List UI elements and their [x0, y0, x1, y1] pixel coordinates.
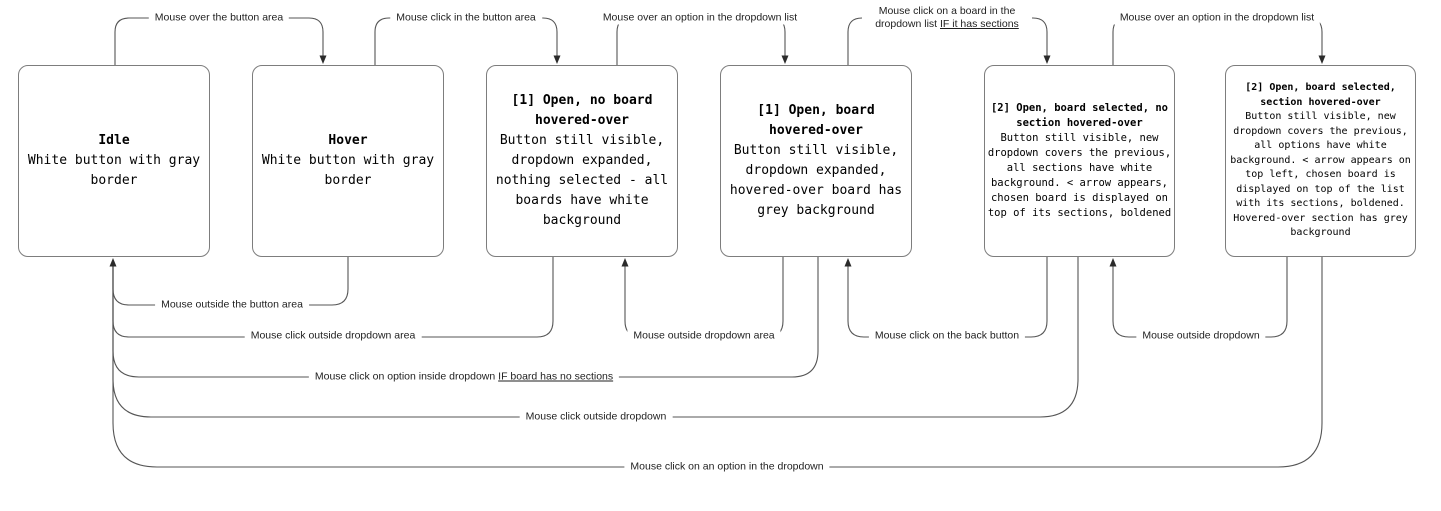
state-title: [1] Open, board hovered-over: [757, 103, 875, 138]
state-description: Button still visible, new dropdown cover…: [987, 132, 1172, 219]
transition-label-click-back-button: Mouse click on the back button: [868, 329, 1026, 343]
state-description: White button with gray border: [27, 153, 201, 188]
state-hover: Hover White button with gray border: [252, 65, 444, 257]
transition-label-mouse-click-button: Mouse click in the button area: [390, 11, 542, 25]
arrow-idle-to-hover: [114, 17, 324, 65]
arrow-sectionhover-to-open2: [1112, 257, 1288, 338]
state-description: Button still visible, new dropdown cover…: [1230, 111, 1411, 239]
transition-label-click-outside-dropdown: Mouse click outside dropdown: [519, 410, 673, 424]
arrow-open2-to-sectionhover: [1112, 17, 1323, 65]
state-open-board-hovered: [1] Open, board hovered-over Button stil…: [720, 65, 912, 257]
transition-label-mouse-over-button: Mouse over the button area: [148, 11, 290, 25]
state-description: Button still visible, dropdown expanded,…: [729, 143, 903, 218]
transition-label-click-option-no-sections: Mouse click on option inside dropdown IF…: [308, 370, 620, 384]
state-description: Button still visible, dropdown expanded,…: [495, 133, 669, 228]
state-open2-section-hovered: [2] Open, board selected, section hovere…: [1225, 65, 1416, 257]
state-idle: Idle White button with gray border: [18, 65, 210, 257]
transition-label-mouse-over-option-2: Mouse over an option in the dropdown lis…: [1113, 11, 1321, 25]
arrow-boardhover-to-open1: [624, 257, 784, 338]
arrow-hover-to-open1: [374, 17, 558, 65]
state-title: Hover: [328, 133, 368, 148]
arrow-boardhover-option-to-idle: [112, 257, 819, 378]
state-title: [1] Open, no board hovered-over: [511, 93, 653, 128]
transition-label-click-outside-dropdown-area: Mouse click outside dropdown area: [244, 329, 422, 343]
state-open-no-board-hovered: [1] Open, no board hovered-over Button s…: [486, 65, 678, 257]
arrow-sectionhover-option-to-idle: [112, 257, 1323, 468]
arrow-open1-to-idle: [112, 257, 554, 338]
arrow-open1-to-boardhover: [616, 17, 786, 65]
state-open2-board-selected: [2] Open, board selected, no section hov…: [984, 65, 1175, 257]
arrow-back-button: [847, 257, 1048, 338]
state-title: [2] Open, board selected, no section hov…: [990, 102, 1168, 129]
transition-label-mouse-over-option-1: Mouse over an option in the dropdown lis…: [596, 11, 804, 25]
transition-label-mouse-outside-button: Mouse outside the button area: [155, 298, 309, 312]
state-title: [2] Open, board selected, section hovere…: [1245, 82, 1396, 108]
transition-label-click-board-has-sections: Mouse click on a board in the dropdown l…: [862, 5, 1032, 31]
state-title: Idle: [98, 133, 130, 148]
arrowheads: [109, 55, 1326, 267]
transition-label-click-option-in-dropdown: Mouse click on an option in the dropdown: [624, 460, 830, 474]
transition-label-mouse-outside-dropdown-area: Mouse outside dropdown area: [627, 329, 781, 343]
transition-label-mouse-outside-dropdown: Mouse outside dropdown: [1136, 329, 1266, 343]
state-description: White button with gray border: [261, 153, 435, 188]
